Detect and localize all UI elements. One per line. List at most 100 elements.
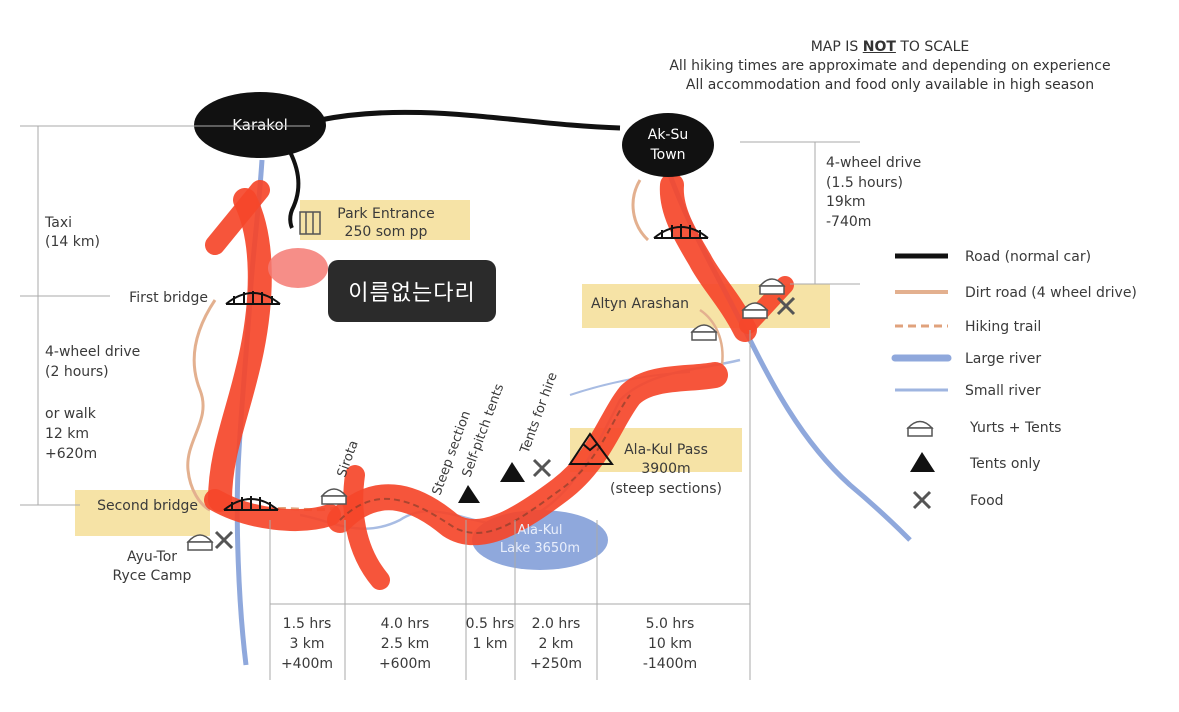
dirt-road-east-2	[699, 308, 724, 366]
map-header-note: MAP IS NOT TO SCALE All hiking times are…	[590, 38, 1179, 95]
wd-label-1: 4-wheel drive	[45, 344, 140, 360]
right-scale-3: 19km	[826, 194, 866, 210]
aksu-bubble	[622, 113, 714, 177]
food-icon-ayutor	[214, 530, 234, 550]
pass-label-1: Ala-Kul Pass	[624, 442, 708, 458]
bottom-scale-bar	[269, 330, 751, 680]
park-entrance-label-bg	[300, 200, 470, 240]
road-karakol-aksu	[319, 109, 621, 131]
highlight-blob	[268, 248, 328, 288]
legend-yurts-label: Yurts + Tents	[969, 420, 1061, 436]
segment-3-time: 0.5 hrs	[466, 616, 515, 632]
legend-large-river-label: Large river	[965, 351, 1041, 367]
legend: Road (normal car) Dirt road (4 wheel dri…	[891, 249, 1137, 510]
first-bridge-label: First bridge	[129, 290, 208, 306]
segment-1-elev: +400m	[281, 656, 333, 672]
bridge-name-tooltip: 이름없는다리	[328, 260, 496, 322]
yurt-icon-ayutor	[186, 534, 214, 551]
food-icon-altyn	[776, 296, 796, 316]
segment-1-dist: 3 km	[289, 636, 324, 652]
legend-dirt-label: Dirt road (4 wheel drive)	[965, 285, 1137, 301]
header-line1-a: MAP IS	[810, 39, 863, 55]
ayu-tor-label-1: Ayu-Tor	[127, 549, 177, 565]
karakol-label: Karakol	[232, 116, 288, 134]
taxi-label-2: (14 km)	[45, 234, 100, 250]
park-entrance-label-1: Park Entrance	[337, 206, 434, 222]
segment-4: 2.0 hrs 2 km +250m	[530, 616, 582, 672]
mountain-pass-icon	[568, 432, 614, 465]
first-bridge-icon	[225, 291, 281, 305]
legend-food-label: Food	[970, 493, 1004, 509]
wd-label-3: or walk	[45, 406, 97, 422]
segment-1-time: 1.5 hrs	[283, 616, 332, 632]
wd-label-4: 12 km	[45, 426, 89, 442]
legend-hiking-label: Hiking trail	[965, 319, 1041, 335]
yurt-icon-altyn-3	[690, 324, 718, 341]
right-scale-4: -740m	[826, 214, 871, 230]
right-scale-2: (1.5 hours)	[826, 175, 903, 191]
trail-line	[339, 394, 631, 534]
right-scale-1: 4-wheel drive	[826, 155, 921, 171]
segment-4-elev: +250m	[530, 656, 582, 672]
segment-5-elev: -1400m	[643, 656, 697, 672]
wd-label-5: +620m	[45, 446, 97, 462]
segment-5-dist: 10 km	[648, 636, 692, 652]
yurt-icon-altyn-1	[758, 278, 786, 295]
legend-tents-label: Tents only	[969, 456, 1041, 472]
segment-2-dist: 2.5 km	[381, 636, 429, 652]
header-line3: All accommodation and food only availabl…	[685, 77, 1095, 93]
left-scale-bar	[20, 125, 310, 506]
segment-4-time: 2.0 hrs	[532, 616, 581, 632]
legend-food-icon	[912, 490, 932, 510]
highlight-route-east	[659, 173, 757, 342]
segment-2-elev: +600m	[379, 656, 431, 672]
road-karakol-park	[286, 147, 301, 229]
segment-2: 4.0 hrs 2.5 km +600m	[379, 616, 431, 672]
segment-4-dist: 2 km	[538, 636, 573, 652]
highlight-route-west	[208, 188, 272, 512]
legend-yurt-icon	[906, 420, 934, 437]
park-entrance-label-2: 250 som pp	[345, 224, 428, 240]
dirt-road-east	[631, 179, 650, 242]
segment-2-time: 4.0 hrs	[381, 616, 430, 632]
second-bridge-icon	[223, 496, 279, 511]
header-line1-c: TO SCALE	[895, 39, 970, 55]
wd-label-2: (2 hours)	[45, 364, 109, 380]
ayu-tor-label-2: Ryce Camp	[113, 568, 192, 584]
legend-road-label: Road (normal car)	[965, 249, 1091, 265]
food-icon-tents	[532, 458, 552, 478]
aksu-bridge-icon	[653, 224, 709, 239]
segment-3-dist: 1 km	[472, 636, 507, 652]
legend-small-river-label: Small river	[965, 383, 1041, 399]
aksu-label-1: Ak-Su	[648, 127, 689, 143]
right-scale-bar	[740, 141, 860, 285]
header-not: NOT	[862, 39, 896, 55]
karakol-bubble	[194, 92, 326, 158]
segment-1: 1.5 hrs 3 km +400m	[281, 616, 333, 672]
segment-5-time: 5.0 hrs	[646, 616, 695, 632]
pass-label-2: 3900m	[641, 461, 690, 477]
park-gate-icon	[299, 211, 321, 235]
aksu-label-2: Town	[649, 147, 685, 163]
lake-label-1: Ala-Kul	[518, 523, 563, 538]
legend-tent-icon	[910, 452, 935, 472]
highlight-route-bottom	[204, 489, 341, 531]
segment-5: 5.0 hrs 10 km -1400m	[643, 616, 697, 672]
segment-3: 0.5 hrs 1 km	[466, 616, 515, 652]
altyn-arashan-label: Altyn Arashan	[591, 296, 689, 312]
yurt-icon-altyn-2	[741, 302, 769, 319]
pass-label-3: (steep sections)	[610, 481, 722, 497]
second-bridge-label-bg	[75, 490, 210, 536]
yurt-icon-sirota	[320, 488, 348, 505]
tents-hire-label: Tents for hire	[517, 370, 560, 456]
dirt-road-west	[186, 299, 217, 512]
tent-icon-self-pitch	[458, 485, 480, 503]
highlight-sirota-branch	[343, 465, 390, 590]
lake-label-2: Lake 3650m	[500, 541, 580, 556]
highlight-route-west-2	[205, 180, 270, 255]
tent-icon-hire	[500, 462, 525, 482]
taxi-label-1: Taxi	[44, 215, 72, 231]
second-bridge-label: Second bridge	[97, 498, 198, 514]
